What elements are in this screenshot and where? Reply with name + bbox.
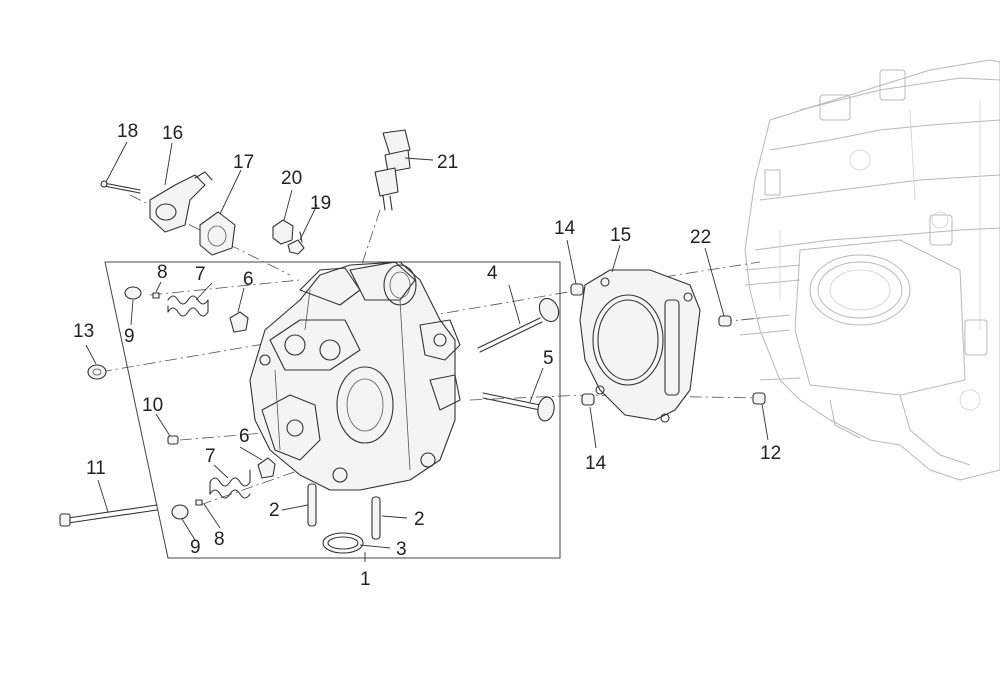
callout-6: 6 <box>243 269 254 290</box>
valve-keeper <box>152 292 203 506</box>
valve-stem-seal <box>229 311 276 479</box>
spring-retainer <box>124 286 189 520</box>
callout-12: 12 <box>760 443 781 464</box>
callout-6: 6 <box>239 426 250 447</box>
valve-spring <box>167 295 251 499</box>
callout-19: 19 <box>310 193 331 214</box>
callout-14: 14 <box>554 218 576 239</box>
callout-3: 3 <box>396 539 407 560</box>
callout-17: 17 <box>233 152 254 173</box>
callout-8: 8 <box>214 529 225 550</box>
cylinder-stud <box>59 504 158 527</box>
dowel-pin <box>307 483 381 540</box>
callout-1: 1 <box>360 569 371 590</box>
callout-18: 18 <box>117 121 138 142</box>
assembly-frame <box>104 261 561 559</box>
leader-lines <box>85 141 769 562</box>
locating-pin <box>167 435 179 445</box>
callout-14: 14 <box>585 453 607 474</box>
callout-4: 4 <box>487 263 498 284</box>
temperature-sensor <box>374 129 411 211</box>
callout-8: 8 <box>157 262 168 283</box>
callout-2: 2 <box>269 500 280 521</box>
callout-5: 5 <box>543 348 554 369</box>
callout-10: 10 <box>142 395 163 416</box>
engine-crankcase-ghost <box>739 59 1000 481</box>
bushing <box>570 283 766 406</box>
callout-9: 9 <box>190 537 201 558</box>
callout-7: 7 <box>205 446 216 467</box>
callout-labels: 1 2 2 3 4 5 6 6 7 7 8 8 9 9 10 11 12 13 … <box>73 121 781 590</box>
callout-2: 2 <box>414 509 425 530</box>
thermostat <box>199 211 236 256</box>
callout-7: 7 <box>195 264 206 285</box>
o-ring <box>322 532 364 554</box>
callout-22: 22 <box>690 227 711 248</box>
cylinder-head <box>249 261 461 491</box>
callout-15: 15 <box>610 225 631 246</box>
cover-screw <box>100 180 141 194</box>
head-gasket <box>579 269 701 423</box>
intake-valve <box>477 297 560 353</box>
callout-13: 13 <box>73 321 94 342</box>
callout-16: 16 <box>162 123 183 144</box>
callout-21: 21 <box>437 152 458 173</box>
thermostat-cover <box>149 171 213 233</box>
callout-11: 11 <box>86 458 106 479</box>
exhaust-valve <box>482 392 555 422</box>
flange-nut <box>87 364 107 380</box>
plug-cap <box>272 219 294 245</box>
callout-20: 20 <box>281 168 302 189</box>
callout-9: 9 <box>124 326 135 347</box>
